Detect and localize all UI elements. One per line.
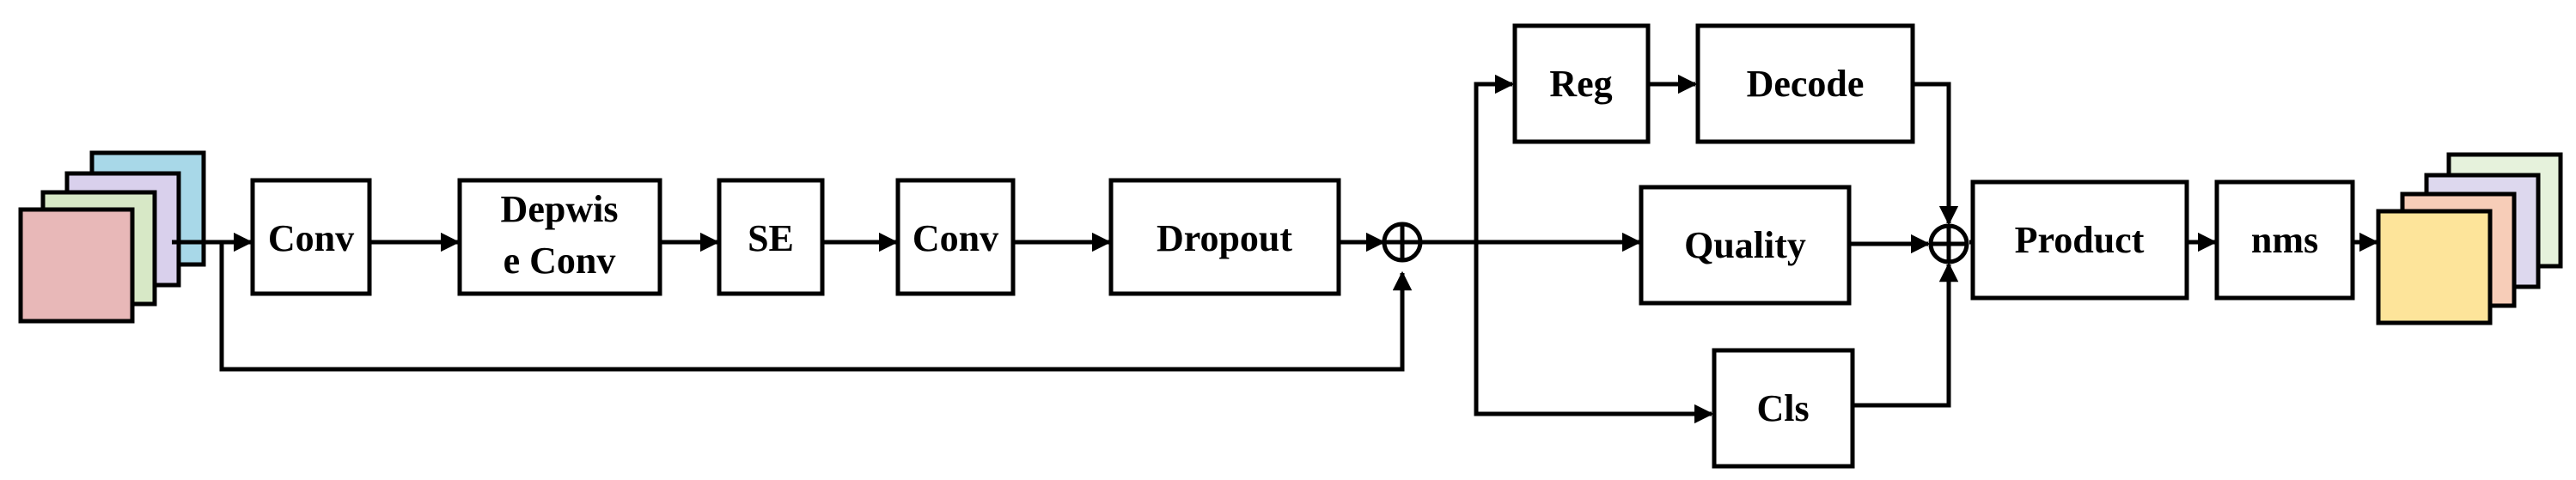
nms-block-label: nms: [2251, 219, 2318, 261]
input-sheet-4: [18, 207, 135, 324]
product-block-label: Product: [2015, 219, 2145, 261]
edges: [172, 74, 2379, 424]
nms-block: nms: [2214, 179, 2355, 301]
product-block: Product: [1970, 179, 2189, 301]
decode-block-label: Decode: [1747, 63, 1865, 105]
se-block: SE: [717, 178, 825, 296]
reg-block: Reg: [1512, 23, 1651, 144]
edge-decode-combine: [1913, 82, 1959, 226]
conv-block-2: Conv: [895, 178, 1016, 296]
cls-block: Cls: [1712, 348, 1855, 469]
edge-residual: [219, 242, 1413, 372]
depthwise-conv-label-line-1: Depwis: [501, 188, 619, 230]
depthwise-conv-block: Depwis e Conv: [457, 178, 662, 296]
output-feature-stack: [2376, 152, 2563, 325]
quality-block: Quality: [1639, 185, 1852, 306]
reg-block-label: Reg: [1549, 63, 1612, 105]
cls-block-label: Cls: [1756, 387, 1809, 429]
input-feature-stack: [18, 150, 206, 324]
conv-block-1: Conv: [250, 178, 372, 296]
quality-block-label: Quality: [1684, 224, 1806, 266]
dropout-block-label: Dropout: [1157, 217, 1292, 259]
combine-operator: [1928, 223, 1969, 264]
conv-block-2-label: Conv: [913, 217, 998, 259]
dropout-block: Dropout: [1108, 178, 1341, 296]
decode-block: Decode: [1695, 23, 1915, 144]
sum-operator: [1382, 222, 1423, 263]
edge-branch-reg: [1474, 74, 1515, 242]
edge-cls-combine: [1853, 262, 1959, 408]
depthwise-conv-label-line-2: e Conv: [504, 240, 616, 282]
edge-branch-cls: [1474, 242, 1714, 424]
se-block-label: SE: [748, 217, 794, 259]
conv-block-1-label: Conv: [268, 217, 354, 259]
output-sheet-4: [2376, 209, 2493, 325]
